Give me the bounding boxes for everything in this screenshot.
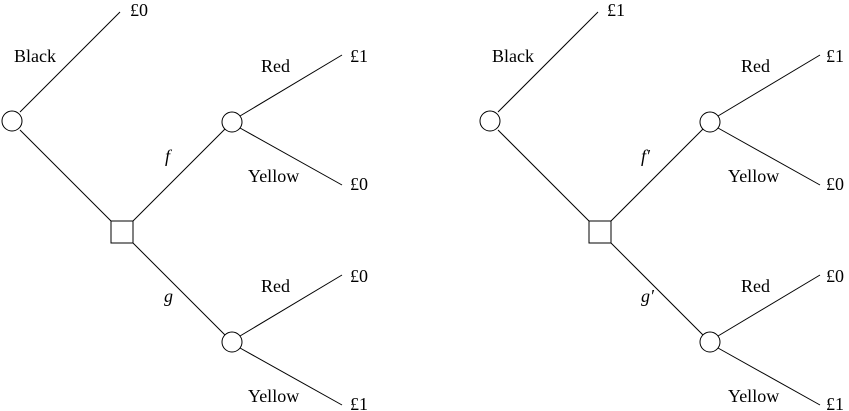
- payoff-bottom-red: £0: [826, 266, 844, 286]
- branch-label-top-red: Red: [741, 56, 770, 76]
- decision-node: [110, 220, 134, 244]
- branch-label-top-yellow: Yellow: [248, 166, 299, 186]
- branch-label-black: Black: [14, 46, 56, 66]
- chance-node-top: [221, 111, 243, 133]
- act-label-top: f: [165, 146, 173, 166]
- edge-top-to-yellow: [239, 127, 343, 186]
- chance-node-top: [699, 111, 721, 133]
- edge-decision-to-top-chance: [609, 127, 705, 223]
- branch-label-top-red: Red: [261, 56, 290, 76]
- chance-node-bottom: [699, 331, 721, 353]
- edge-bottom-to-yellow: [717, 347, 821, 406]
- edge-top-to-yellow: [717, 127, 821, 186]
- chance-node-root: [1, 110, 23, 132]
- chance-node-root: [479, 110, 501, 132]
- edge-bottom-to-red: [717, 274, 821, 337]
- edge-bottom-to-red: [239, 274, 343, 337]
- edge-bottom-to-yellow: [239, 347, 343, 406]
- edge-root-to-black: [497, 11, 599, 113]
- edge-root-to-decision: [497, 129, 591, 223]
- payoff-top-red: £1: [350, 46, 368, 66]
- payoff-top-red: £1: [826, 46, 844, 66]
- branch-label-bottom-red: Red: [741, 276, 770, 296]
- branch-label-bottom-yellow: Yellow: [248, 386, 299, 406]
- act-label-bottom: g: [164, 286, 173, 306]
- payoff-black: £1: [607, 0, 625, 20]
- decision-tree-right: Black £1 f′ g′ Red £1 Yellow £0 Red £0 Y…: [479, 0, 844, 411]
- edge-top-to-red: [717, 54, 821, 117]
- edge-root-to-black: [19, 11, 121, 113]
- branch-label-top-yellow: Yellow: [728, 166, 779, 186]
- edge-decision-to-bottom-chance: [609, 241, 705, 337]
- payoff-black: £0: [130, 0, 148, 20]
- chance-node-bottom: [221, 331, 243, 353]
- decision-tree-left: Black £0 f g Red £1 Yellow £0 Red £0 Yel…: [1, 0, 368, 411]
- edge-root-to-decision: [19, 129, 113, 223]
- payoff-top-yellow: £0: [826, 174, 844, 194]
- branch-label-bottom-yellow: Yellow: [728, 386, 779, 406]
- edge-decision-to-top-chance: [131, 127, 227, 223]
- payoff-bottom-red: £0: [350, 266, 368, 286]
- decision-node: [588, 220, 612, 244]
- branch-label-black: Black: [492, 46, 534, 66]
- payoff-bottom-yellow: £1: [826, 394, 844, 411]
- payoff-bottom-yellow: £1: [350, 394, 368, 411]
- act-label-bottom: g′: [641, 286, 655, 306]
- act-label-top: f′: [641, 146, 651, 166]
- edge-top-to-red: [239, 54, 343, 117]
- payoff-top-yellow: £0: [350, 174, 368, 194]
- edge-decision-to-bottom-chance: [131, 241, 227, 337]
- branch-label-bottom-red: Red: [261, 276, 290, 296]
